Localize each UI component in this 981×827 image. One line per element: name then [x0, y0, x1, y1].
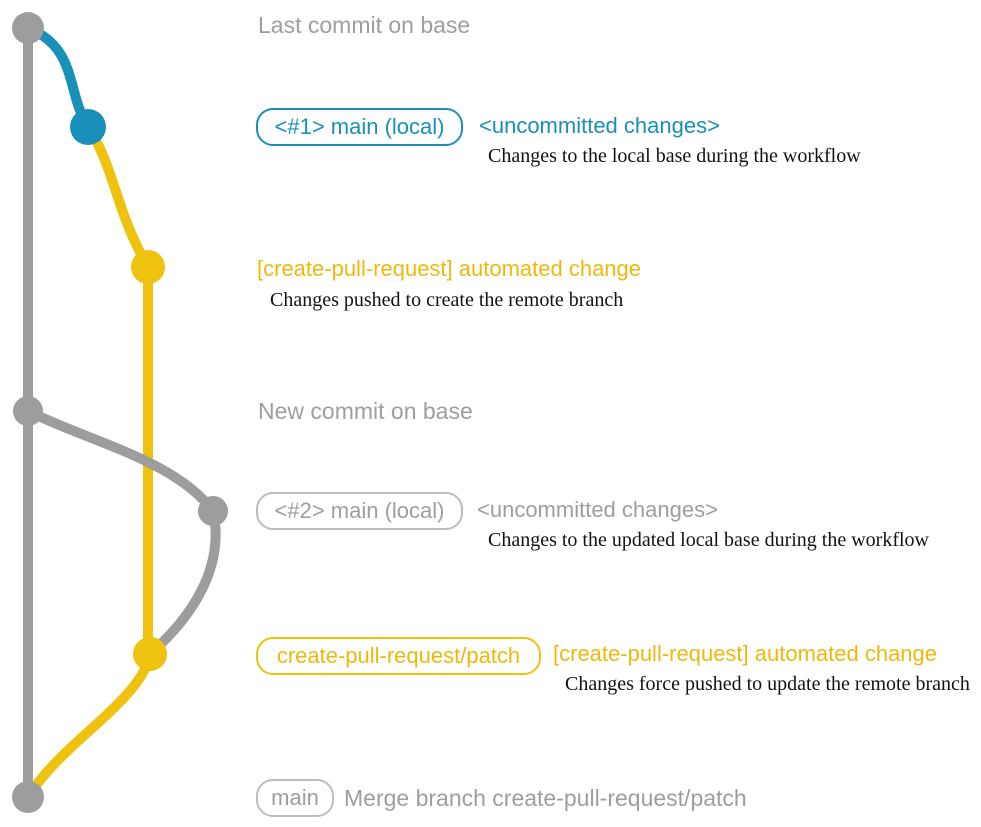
- commit-node-local-main-1: [70, 109, 106, 145]
- branch-tag-patch: create-pull-request/patch: [256, 637, 541, 675]
- label-last-commit-on-base: Last commit on base: [258, 12, 471, 38]
- branch-tag-main-local-2: <#2> main (local): [256, 492, 463, 530]
- branch-tag-main-local-1-label: <#1> main (local): [274, 114, 445, 139]
- label-automated-change-1: [create-pull-request] automated change: [257, 256, 642, 281]
- branch-tag-patch-label: create-pull-request/patch: [276, 643, 521, 668]
- desc-pushed-create-branch: Changes pushed to create the remote bran…: [270, 289, 624, 311]
- desc-updated-local-base-changes: Changes to the updated local base during…: [488, 529, 929, 551]
- commit-node-merge: [12, 781, 44, 813]
- commit-node-local-main-2: [198, 496, 228, 526]
- label-new-commit-on-base: New commit on base: [258, 398, 473, 424]
- patch-branch-create-curve: [83, 122, 153, 272]
- branch-tag-main: main: [256, 779, 334, 817]
- desc-local-base-changes: Changes to the local base during the wor…: [488, 145, 861, 167]
- desc-force-pushed-branch: Changes force pushed to update the remot…: [565, 673, 970, 695]
- label-uncommitted-changes-1: <uncommitted changes>: [479, 113, 720, 138]
- branch-tag-main-local-1: <#1> main (local): [256, 108, 463, 146]
- patch-branch-merge-curve: [23, 649, 155, 802]
- commit-node-new-base: [13, 396, 43, 426]
- branch-tag-main-local-2-label: <#2> main (local): [274, 498, 445, 523]
- commit-node-automated-change-2: [133, 637, 167, 671]
- label-merge-commit-message: Merge branch create-pull-request/patch: [344, 785, 747, 811]
- local-main-branch-curve-2: [23, 406, 218, 516]
- commit-node-automated-change-1: [131, 250, 165, 284]
- local-main-rebase-curve: [145, 506, 221, 659]
- label-uncommitted-changes-2: <uncommitted changes>: [477, 497, 718, 522]
- commit-node-last-base: [12, 12, 44, 44]
- branch-tag-main-label: main: [271, 785, 319, 810]
- label-automated-change-2: [create-pull-request] automated change: [553, 641, 938, 666]
